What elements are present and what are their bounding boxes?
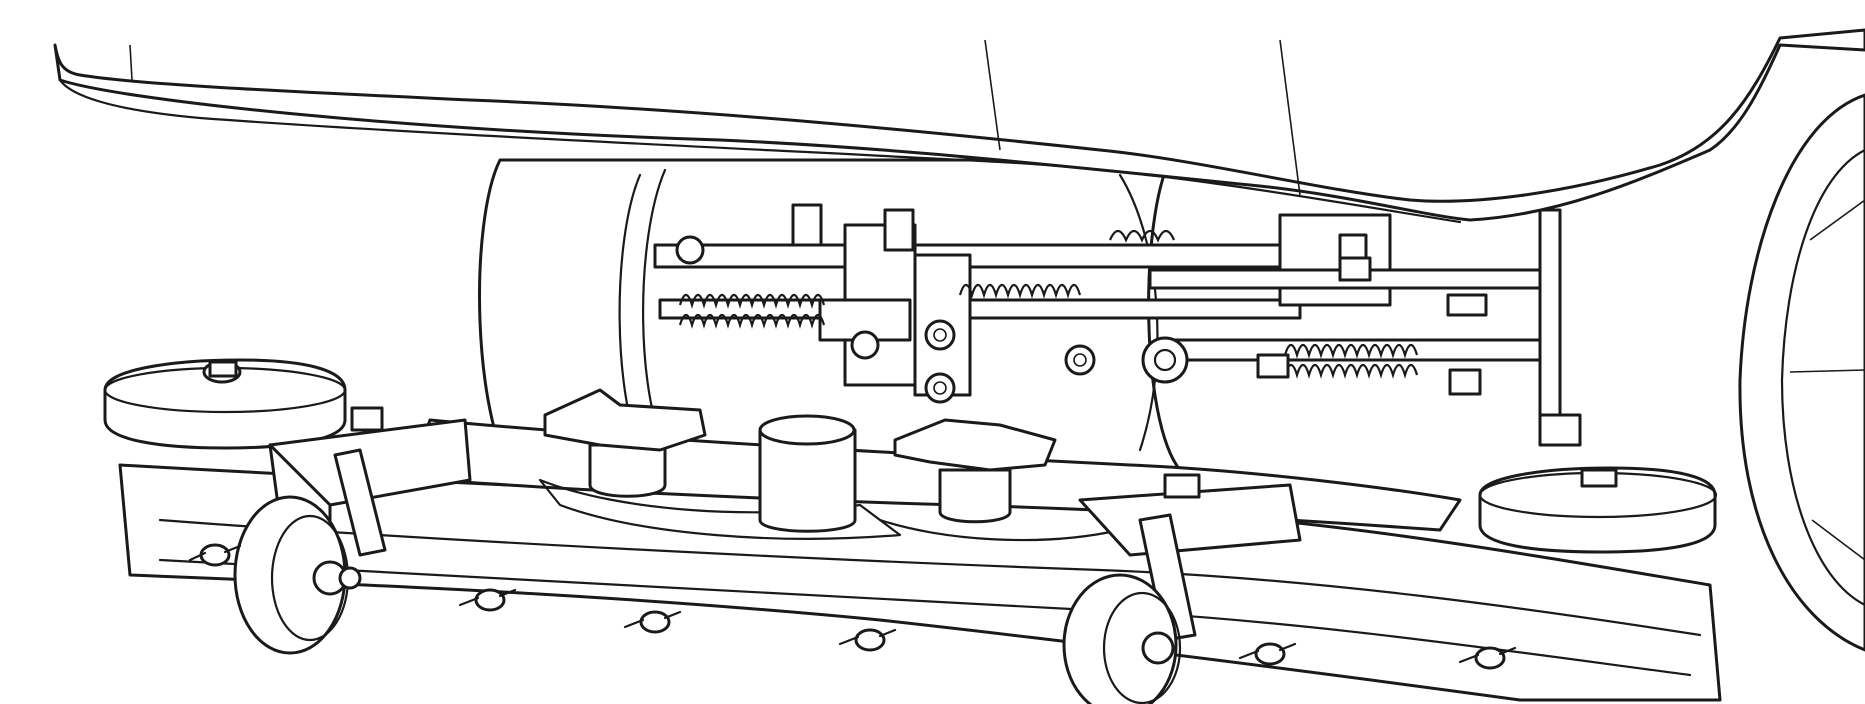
right-star-knob — [893, 418, 1057, 524]
squeegee-body — [118, 463, 1722, 702]
mechanism-bolts — [675, 235, 1582, 447]
right-caster-wheel — [1062, 573, 1182, 704]
rear-wheel — [1738, 93, 1865, 652]
right-caster-bracket — [1078, 473, 1302, 642]
left-caster-wheel — [233, 495, 362, 655]
top-cover-plate — [53, 28, 1865, 224]
tension-springs — [678, 229, 1419, 379]
left-star-knob — [543, 388, 707, 498]
right-guide-wheel — [1478, 466, 1718, 554]
left-guide-wheel — [103, 358, 347, 450]
vacuum-hose-port — [758, 414, 857, 533]
wing-nuts — [188, 543, 1517, 670]
